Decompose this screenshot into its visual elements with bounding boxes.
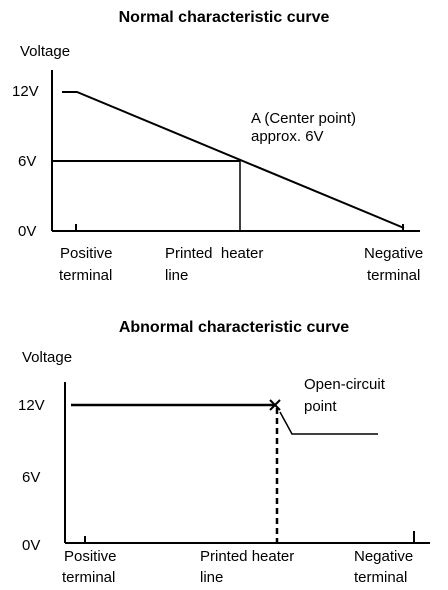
abnormal-ytick-0v: 0V (22, 537, 40, 554)
abnormal-xlabel-printed-1: Printed heater (200, 548, 294, 565)
normal-xlabel-positive-2: terminal (59, 267, 112, 284)
normal-ytick-0v: 0V (18, 223, 36, 240)
abnormal-title: Abnormal characteristic curve (119, 319, 349, 336)
normal-xlabel-printed-1: Printed heater (165, 245, 263, 262)
abnormal-xlabel-positive-2: terminal (62, 569, 115, 586)
normal-annotation-line1: A (Center point) (251, 110, 356, 127)
normal-ytick-12v: 12V (12, 83, 39, 100)
abnormal-curve-panel: Abnormal characteristic curve Voltage 12… (18, 319, 430, 586)
abnormal-ytick-12v: 12V (18, 397, 45, 414)
normal-voltage-line (62, 91, 405, 229)
abnormal-xlabel-negative-2: terminal (354, 569, 407, 586)
normal-xlabel-positive-1: Positive (60, 245, 113, 262)
abnormal-annotation-line2: point (304, 398, 337, 415)
open-circuit-marker-icon (269, 399, 281, 411)
normal-annotation-line2: approx. 6V (251, 128, 324, 145)
normal-xlabel-negative-2: terminal (367, 267, 420, 284)
normal-title: Normal characteristic curve (119, 9, 330, 26)
normal-curve-panel: Normal characteristic curve Voltage 12V … (12, 9, 423, 284)
abnormal-ylabel: Voltage (22, 349, 72, 366)
normal-xlabel-negative-1: Negative (364, 245, 423, 262)
normal-ylabel: Voltage (20, 43, 70, 60)
abnormal-xlabel-positive-1: Positive (64, 548, 117, 565)
abnormal-xlabel-negative-1: Negative (354, 548, 413, 565)
normal-xlabel-printed-2: line (165, 267, 188, 284)
abnormal-annotation-line1: Open-circuit (304, 376, 386, 393)
open-circuit-leader-line (279, 411, 378, 435)
abnormal-ytick-6v: 6V (22, 469, 40, 486)
normal-ytick-6v: 6V (18, 153, 36, 170)
abnormal-xlabel-printed-2: line (200, 569, 223, 586)
